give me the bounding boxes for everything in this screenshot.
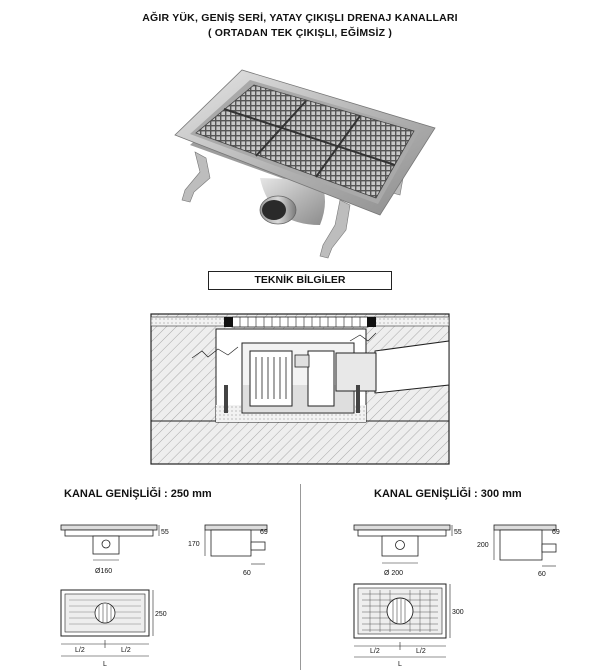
side-height-label: 170 bbox=[188, 541, 200, 548]
page-title: AĞIR YÜK, GENİŞ SERİ, YATAY ÇIKIŞLI DREN… bbox=[142, 12, 458, 24]
left-dimension-drawings: 55 Ø160 170 69 60 250 L/2 L/2 L bbox=[60, 524, 268, 668]
channel-width-250-heading: KANAL GENİŞLİĞİ : 250 mm bbox=[64, 488, 212, 500]
plan-width-label: 300 bbox=[452, 609, 464, 616]
side-outlet-label: 60 bbox=[243, 570, 251, 577]
front-height-label: 55 bbox=[454, 529, 462, 536]
half-length-left-label: L/2 bbox=[75, 647, 85, 654]
right-dimension-drawings: 55 Ø 200 200 69 60 300 L/2 L/2 L bbox=[353, 524, 560, 668]
outlet-diameter-label: Ø 200 bbox=[384, 570, 403, 577]
side-height-label: 200 bbox=[477, 542, 489, 549]
product-photo bbox=[174, 69, 436, 259]
plan-width-label: 250 bbox=[155, 611, 167, 618]
outlet-diameter-label: Ø160 bbox=[95, 568, 112, 575]
side-offset-label: 69 bbox=[552, 529, 560, 536]
page-subtitle: ( ORTADAN TEK ÇIKIŞLI, EĞİMSİZ ) bbox=[207, 27, 393, 39]
length-label: L bbox=[398, 661, 402, 668]
section-drawing bbox=[150, 313, 450, 465]
front-height-label: 55 bbox=[161, 529, 169, 536]
panel-divider bbox=[300, 484, 301, 670]
section-heading-tech-info: TEKNİK BİLGİLER bbox=[208, 271, 392, 290]
half-length-right-label: L/2 bbox=[416, 648, 426, 655]
side-offset-label: 69 bbox=[260, 529, 268, 536]
half-length-right-label: L/2 bbox=[121, 647, 131, 654]
length-label: L bbox=[103, 661, 107, 668]
channel-width-300-heading: KANAL GENİŞLİĞİ : 300 mm bbox=[374, 488, 522, 500]
half-length-left-label: L/2 bbox=[370, 648, 380, 655]
side-outlet-label: 60 bbox=[538, 571, 546, 578]
